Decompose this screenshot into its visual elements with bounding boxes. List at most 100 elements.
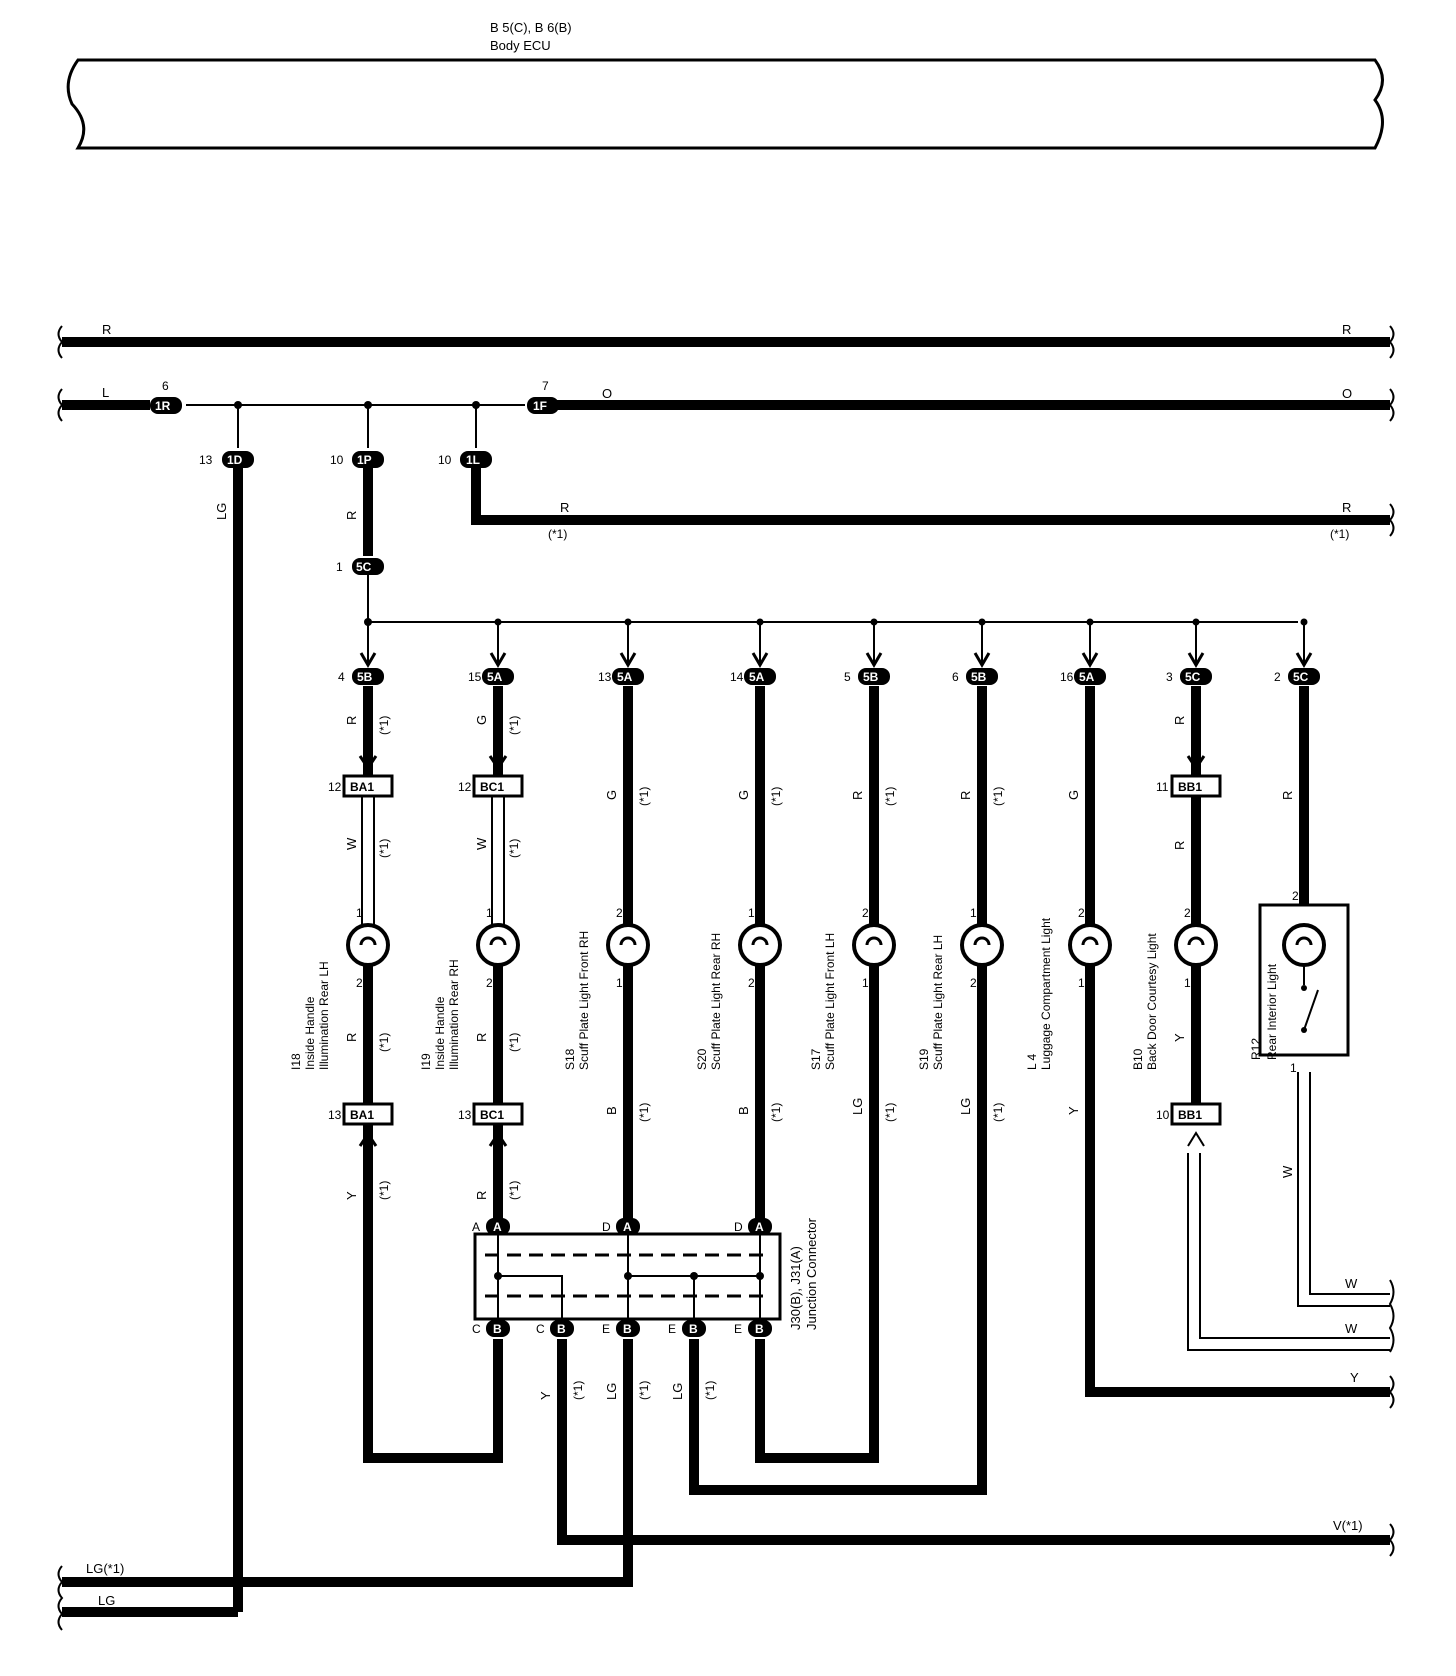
branch-2-wire-label-bottom: R	[474, 1033, 489, 1042]
wire-note-1l: (*1)	[548, 527, 567, 541]
branch-6-pin-bottom: 2	[970, 976, 977, 990]
branch-1-inline-connector-bottom-code: BA1	[350, 1108, 374, 1122]
ecu-name-label: Body ECU	[490, 38, 551, 53]
drop-1p: 1P 10 R 5C 1	[330, 405, 384, 626]
branch-1-arrow-2	[358, 755, 378, 771]
junction-bottom-note-3: (*1)	[703, 1381, 717, 1400]
branch-8-pin-top: 2	[1184, 906, 1191, 920]
branch-8-inline-pin-bottom: 10	[1156, 1108, 1170, 1122]
branch-6-wire-note-top: (*1)	[991, 787, 1005, 806]
branch-7-connector-body	[1074, 668, 1106, 685]
connector-1l: 1L	[466, 453, 480, 467]
branch-1-pin-bottom: 2	[356, 976, 363, 990]
branch-7-wire-label-top: G	[1066, 790, 1081, 800]
body-ecu-box: B 5(C), B 6(B) Body ECU	[66, 20, 1384, 150]
branch-2-inline-connector-code: BC1	[480, 780, 504, 794]
branch-5-connector-body	[858, 668, 890, 685]
branch-2-inline-pin-top: 12	[458, 780, 472, 794]
connector-1r-pin: 6	[162, 379, 169, 393]
branch-5-connector-code: 5B	[863, 670, 879, 684]
branch-9-pin-bottom: 1	[1290, 1061, 1297, 1075]
branch-9-connector-body	[1288, 668, 1320, 685]
connector-1r: 1R	[155, 399, 171, 413]
junction-bottom-pin-1	[486, 1320, 510, 1337]
branch-4-connector-pin: 14	[730, 670, 744, 684]
branch-2-connector-body	[482, 668, 514, 685]
junction-top-pin-1	[486, 1218, 510, 1235]
branch-5-pin-bottom: 1	[862, 976, 869, 990]
branch-9-lamp	[1282, 923, 1326, 967]
junction-bottom-pin-4	[682, 1320, 706, 1337]
junction-bottom-code-1: B	[493, 1322, 502, 1336]
branch-8-inline-connector-bottom-body	[1170, 1102, 1222, 1126]
branch-4-wire-note-bottom: (*1)	[769, 1103, 783, 1122]
branch-8-arrow-up	[1187, 1131, 1205, 1147]
branch-1-wire-label-bottom: R	[344, 1033, 359, 1042]
branch-6-connector-pin: 6	[952, 670, 959, 684]
branch-4-lamp	[738, 923, 782, 967]
branch-7-component-id: L 4	[1025, 1053, 1039, 1070]
branch-6-lamp-filament	[973, 936, 991, 946]
branch-9-lamp-filament	[1295, 936, 1313, 946]
wire-label-o-right: O	[1342, 386, 1352, 401]
connector-1f: 1F	[533, 399, 547, 413]
branch-2-pin-top: 1	[486, 906, 493, 920]
branch-4-wire-label-bottom: B	[736, 1106, 751, 1115]
branch-6-connector-code: 5B	[971, 670, 987, 684]
wire-label-r-1l-right: R	[1342, 500, 1351, 515]
branch-4-wire-label-top: G	[736, 790, 751, 800]
junction-bottom-code-4: B	[689, 1322, 698, 1336]
branch-9-connector-code: 5C	[1293, 670, 1309, 684]
branch-6-wire-label-top: R	[958, 791, 973, 800]
branch-9-component-id: R12	[1249, 1038, 1263, 1060]
wire-label-r-1l: R	[560, 500, 569, 515]
branch-2-inline-connector-body	[472, 774, 524, 798]
branch-2-inline-connector-bottom-code: BC1	[480, 1108, 504, 1122]
branch-3-connector-body	[612, 668, 644, 685]
branch-2-pin-bottom: 2	[486, 976, 493, 990]
branch-7-wire-label-bottom: Y	[1066, 1106, 1081, 1115]
branch-5-wire-label-top: R	[850, 791, 865, 800]
branch-3-wire-label-top: G	[604, 790, 619, 800]
junction-bottom-wire-3: LG	[670, 1383, 685, 1400]
branch-2-lamp	[476, 923, 520, 967]
branch-8-pin-bottom: 1	[1184, 976, 1191, 990]
branch-1-wire-note-mid: (*1)	[377, 839, 391, 858]
junction-top-label-1: A	[472, 1220, 480, 1234]
junction-bottom-code-3: B	[623, 1322, 632, 1336]
wire-label-r-1p: R	[344, 511, 359, 520]
connector-1p: 1P	[357, 453, 372, 467]
wire-label-r-right: R	[1342, 322, 1351, 337]
branch-2-wire-label-low: R	[474, 1191, 489, 1200]
ecu-connector-label: B 5(C), B 6(B)	[490, 20, 572, 35]
branch-2-arrow-2	[488, 755, 508, 771]
branch-5-pin-top: 2	[862, 906, 869, 920]
branch-3-connector-code: 5A	[617, 670, 633, 684]
branch-3-wire-note-top: (*1)	[637, 787, 651, 806]
branch-8-component-id: B10	[1131, 1048, 1145, 1070]
branch-8-wire-label-bottom: Y	[1172, 1033, 1187, 1042]
branch-2-wire-note-top: (*1)	[507, 716, 521, 735]
branch-5-component-name: Scuff Plate Light Front LH	[823, 933, 837, 1070]
branch-7-component-name: Luggage Compartment Light	[1039, 917, 1053, 1070]
branch-2-wire-label-top: G	[474, 715, 489, 725]
junction-top-code-3: A	[755, 1220, 764, 1234]
branch-4-connector-body	[744, 668, 776, 685]
branch-1-connector-pin: 4	[338, 670, 345, 684]
branch-9-switch-contact-1	[1301, 985, 1307, 991]
junction-top-pin-3	[748, 1218, 772, 1235]
branch-2-wire-note-mid: (*1)	[507, 839, 521, 858]
connector-1d-pin: 13	[199, 453, 213, 467]
branch-9-arrow	[1295, 652, 1313, 668]
branch-7-pin-top: 2	[1078, 906, 1085, 920]
junction-top-code-2: A	[623, 1220, 632, 1234]
branch-2-component-name: Inside Handle	[433, 996, 447, 1070]
branch-1-lamp-filament	[359, 936, 377, 946]
connector-1l-pin: 10	[438, 453, 452, 467]
junction-bottom-code-5: B	[755, 1322, 764, 1336]
branch-2-component-id: I19	[419, 1053, 433, 1070]
branch-7-lamp-filament	[1081, 936, 1099, 946]
wire-label-l: L	[102, 385, 109, 400]
branch-3-component-name: Scuff Plate Light Front RH	[577, 931, 591, 1070]
